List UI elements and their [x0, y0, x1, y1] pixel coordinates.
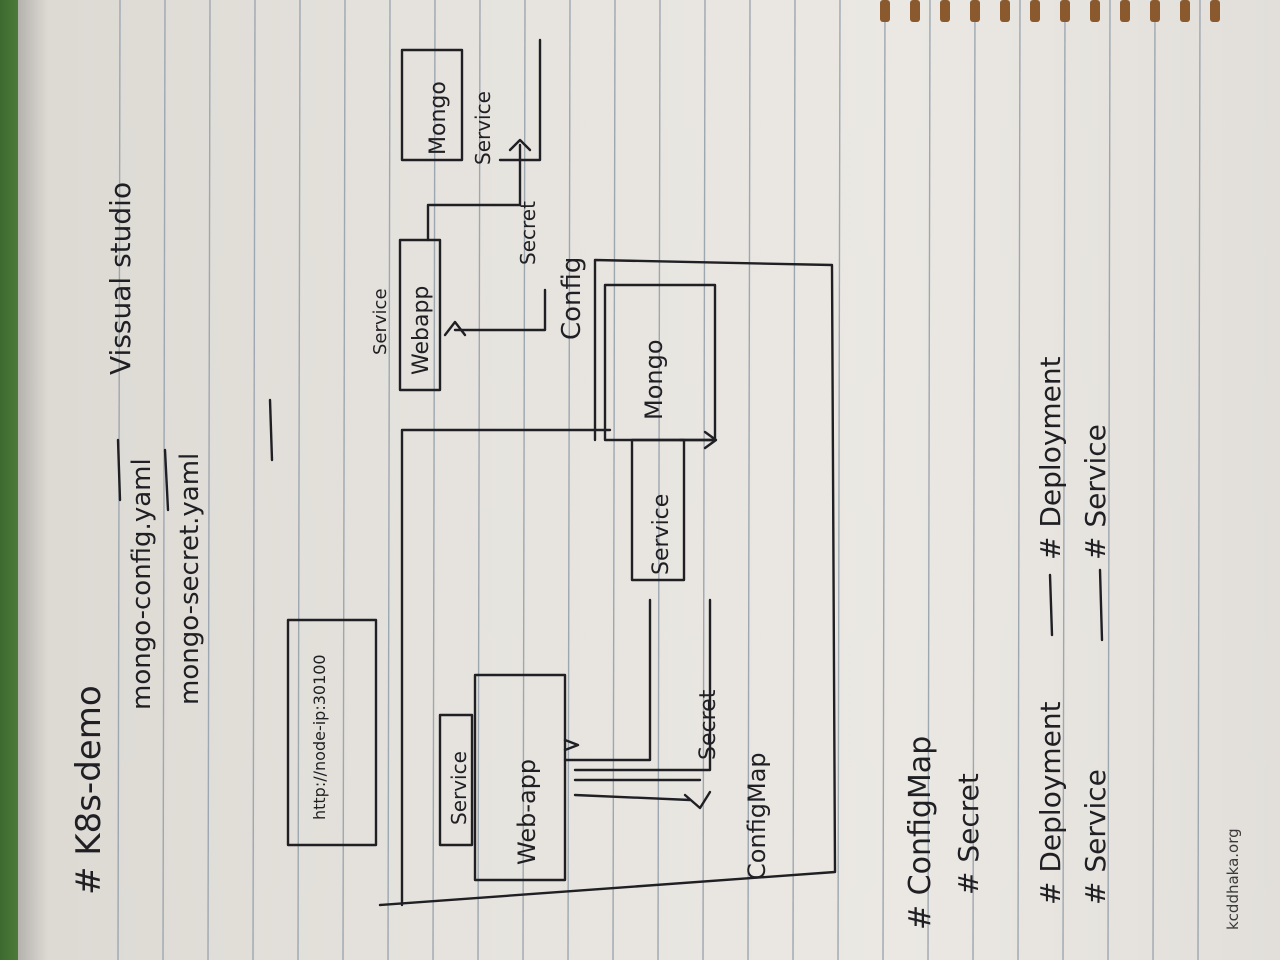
service-box-left — [438, 713, 474, 847]
service-label-right-2-group: Service — [471, 91, 495, 165]
secret-file-group: mongo-secret.yaml — [175, 453, 205, 705]
spiral-binding — [880, 0, 1220, 22]
bottom-left-line1: # ConfigMap — [903, 736, 938, 930]
secret-label-right-group: Secret — [516, 201, 540, 265]
frame-line-outer — [378, 258, 837, 907]
footer-site: kcddhaka.org — [1224, 828, 1242, 930]
service-label-left-group: Service — [447, 751, 471, 825]
divider-mark-1 — [1048, 573, 1054, 637]
bottom-right-line1-group: # Deployment — [1034, 356, 1067, 560]
bottom-left-line4: # Service — [1079, 769, 1112, 905]
connector-4 — [573, 793, 692, 802]
arrow-head-right-2 — [508, 138, 532, 152]
bottom-left-line4-group: # Service — [1079, 769, 1112, 905]
connector-1 — [563, 598, 652, 762]
url-box — [286, 618, 378, 847]
bottom-left-line2: # Secret — [952, 773, 985, 895]
secret-label-right: Secret — [516, 201, 540, 265]
bracket-mark-3 — [268, 398, 274, 462]
mongo-box-right — [400, 48, 464, 162]
bracket-mark-1 — [116, 438, 122, 502]
editor-text: Vissual studio — [104, 182, 137, 375]
bottom-left-line2-group: # Secret — [952, 773, 985, 895]
connector-right-1 — [426, 143, 522, 242]
bottom-left-line1-group: # ConfigMap — [903, 736, 938, 930]
bottom-left-line3: # Deployment — [1034, 701, 1067, 905]
webapp-label-left-group: Web-app — [513, 759, 541, 865]
left-diagram: http://node-ip:30100 Service Web-app Mon… — [286, 258, 837, 907]
bottom-right-line2: # Service — [1079, 424, 1112, 560]
right-diagram: Webapp Service Mongo Service Secret Conf… — [370, 38, 587, 392]
webapp-box-left — [473, 673, 567, 882]
bracket-mark-2 — [163, 448, 170, 512]
bottom-right-line2-group: # Service — [1079, 424, 1112, 560]
arrow-head-3 — [563, 738, 580, 752]
notebook-page — [18, 0, 1280, 960]
connector-2 — [573, 598, 712, 772]
mongo-label-left-group: Mongo — [640, 339, 668, 420]
service-label-right-group: Service — [370, 288, 391, 355]
connector-right-2 — [453, 288, 547, 332]
config-label-right: Config — [557, 257, 587, 340]
heading-text: # K8s-demo — [69, 685, 109, 895]
configmap-label-left-group: ConfigMap — [743, 752, 771, 880]
config-file-group: mongo-config.yaml — [127, 458, 157, 710]
webapp-label-left: Web-app — [513, 759, 541, 865]
secret-label-left: Secret — [696, 689, 721, 760]
secret-label-left-group: Secret — [696, 689, 721, 760]
heading-group: # K8s-demo — [69, 685, 109, 895]
webapp-label-right-group: Webapp — [409, 286, 434, 375]
config-label-right-group: Config — [557, 257, 587, 340]
service-label-right: Service — [370, 288, 391, 355]
configmap-label-left: ConfigMap — [743, 752, 771, 880]
webapp-box-right — [398, 238, 442, 392]
mongo-label-right: Mongo — [426, 81, 451, 155]
bottom-right-line1: # Deployment — [1034, 356, 1067, 560]
service-box-left-2 — [630, 438, 686, 582]
arrow-head-1 — [683, 790, 712, 810]
arrow-head-right-1 — [443, 320, 467, 337]
url-label-group: http://node-ip:30100 — [310, 654, 329, 820]
service-label-right-2: Service — [471, 91, 495, 165]
mongo-label-left: Mongo — [640, 339, 668, 420]
service-label-left-2: Service — [649, 494, 674, 575]
webapp-label-right: Webapp — [409, 286, 434, 375]
mongo-label-right-group: Mongo — [426, 81, 451, 155]
arrow-head-2 — [703, 430, 718, 450]
secret-file-text: mongo-secret.yaml — [175, 453, 205, 705]
service-label-left-2-group: Service — [649, 494, 674, 575]
bottom-left-line3-group: # Deployment — [1034, 701, 1067, 905]
config-file-text: mongo-config.yaml — [127, 458, 157, 710]
ruled-lines — [117, 0, 1201, 960]
frame-line-left — [400, 428, 612, 907]
divider-mark-2 — [1098, 568, 1104, 642]
url-label: http://node-ip:30100 — [310, 654, 329, 820]
connector-right-3 — [498, 38, 542, 162]
page-edge-shadow — [18, 0, 48, 960]
editor-group: Vissual studio — [104, 182, 137, 375]
footer-site-group: kcddhaka.org — [1224, 828, 1242, 930]
service-label-left: Service — [447, 751, 471, 825]
